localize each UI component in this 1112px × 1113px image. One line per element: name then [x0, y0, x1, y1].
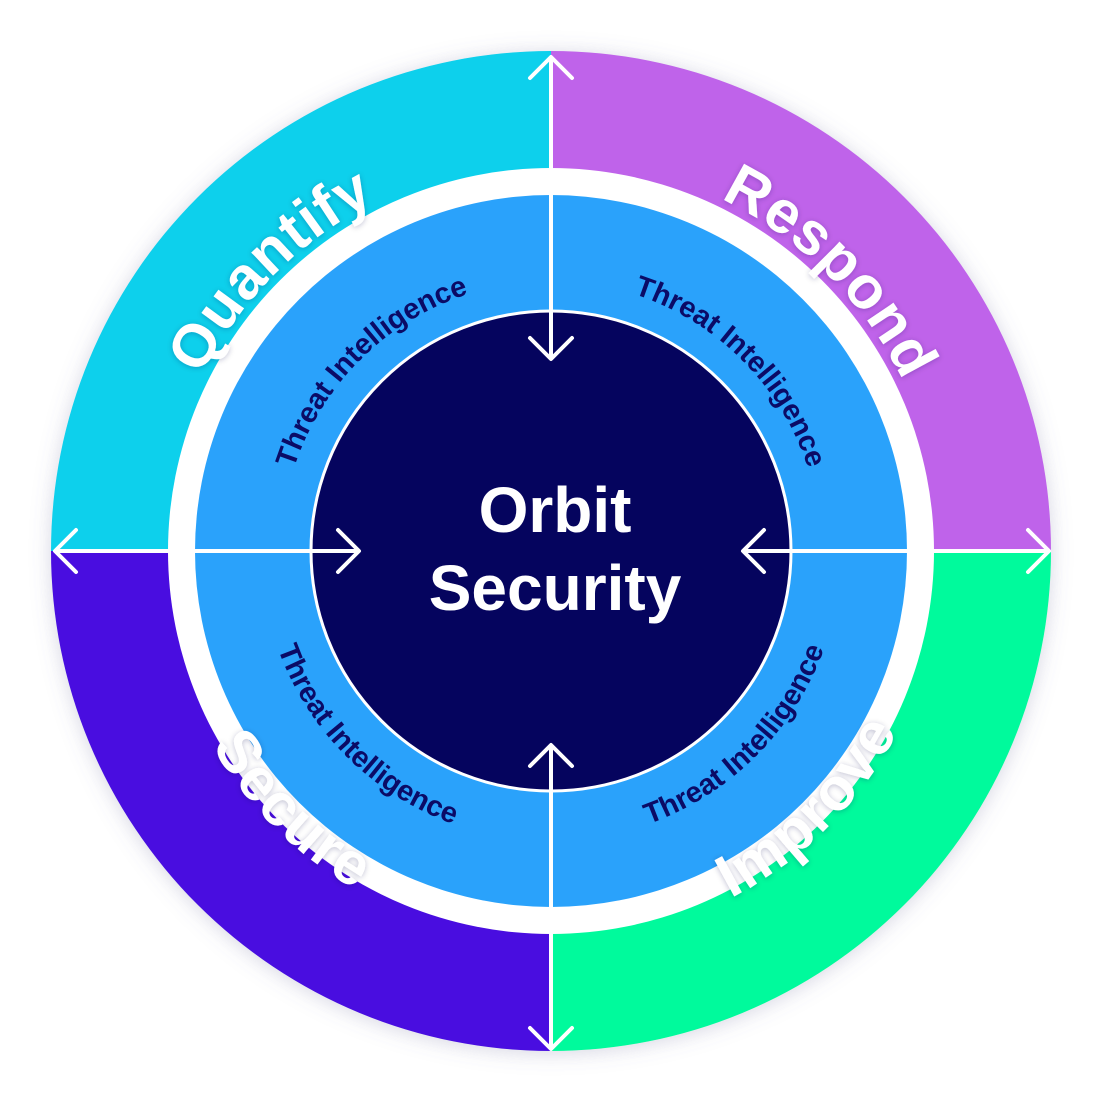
arrow-left-outer-icon [53, 528, 78, 574]
arrow-right-inner-icon [336, 528, 361, 574]
arrow-down-bottom-icon [528, 1026, 574, 1051]
arrow-up-bottom-icon [528, 743, 574, 768]
axis-arrows [54, 56, 1048, 1048]
arrow-down-top-icon [528, 336, 574, 361]
arrowheads [53, 55, 1051, 1051]
center-title-line2: Security [429, 552, 682, 624]
arrow-up-top-icon [528, 55, 574, 80]
arrow-left-inner-icon [741, 528, 766, 574]
center-title-line1: Orbit [479, 474, 632, 546]
center-circle [309, 309, 793, 793]
arrow-right-outer-icon [1026, 528, 1051, 574]
